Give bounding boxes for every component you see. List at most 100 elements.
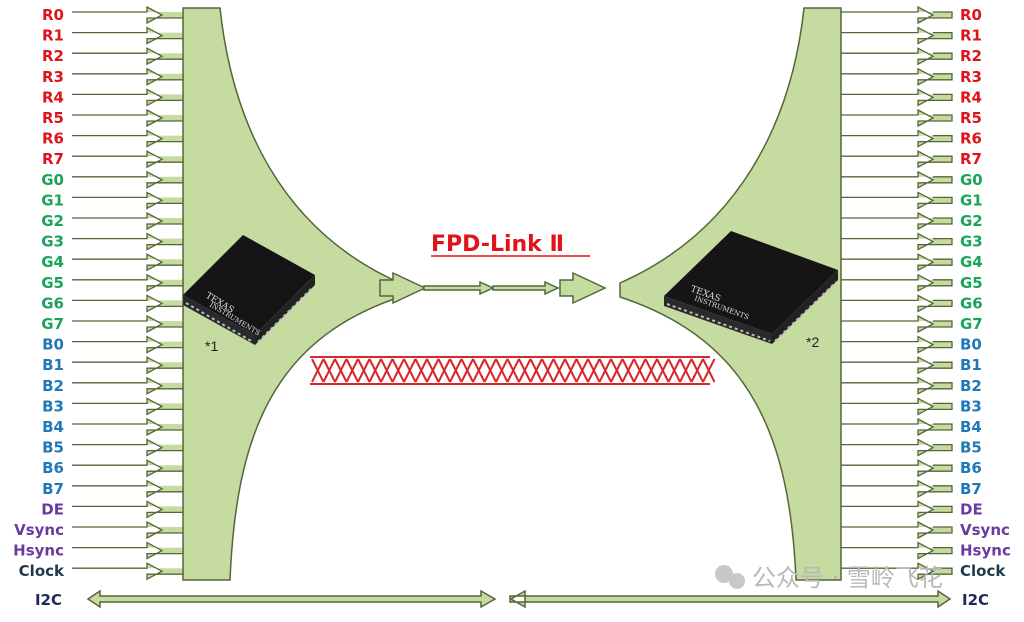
signal-arrow-right-icon	[72, 417, 184, 437]
right-signal-row: G0	[841, 170, 983, 189]
left-signal-row: G6	[41, 294, 184, 313]
signal-arrow-right-icon	[841, 26, 953, 45]
left-signal-label: B4	[42, 418, 64, 436]
right-signal-row: G3	[841, 232, 983, 251]
right-signal-row: Vsync	[841, 520, 1010, 540]
signal-arrow-right-icon	[72, 211, 184, 231]
right-signal-row: G4	[841, 253, 983, 272]
left-signal-row: G5	[41, 273, 184, 292]
signal-arrow-right-icon	[841, 479, 953, 498]
left-signal-row: R7	[42, 150, 184, 169]
signal-arrow-right-icon	[841, 191, 953, 210]
right-signal-row: B0	[841, 335, 982, 354]
left-signal-label: R4	[42, 88, 64, 106]
signal-arrow-right-icon	[72, 520, 184, 540]
right-signal-label: G3	[960, 233, 983, 251]
left-signal-row: B6	[42, 459, 184, 478]
right-signal-label: R1	[960, 27, 982, 45]
right-signal-label: G1	[960, 191, 983, 209]
signal-arrow-right-icon	[72, 5, 184, 25]
signal-arrow-right-icon	[72, 397, 184, 416]
signal-arrow-right-icon	[72, 438, 184, 457]
left-signal-label: R0	[42, 6, 64, 24]
i2c-label-left: I2C	[35, 591, 62, 609]
left-signal-row: Hsync	[13, 541, 184, 560]
left-signal-label: G6	[41, 294, 64, 312]
i2c-bus-arrow	[86, 589, 952, 609]
signal-arrow-right-icon	[841, 294, 953, 313]
left-signal-row: G2	[41, 211, 184, 231]
right-signal-label: R5	[960, 109, 982, 127]
watermark: 公众号 · 雪岭飞花	[715, 564, 943, 592]
left-signal-label: B5	[42, 439, 64, 457]
signal-arrow-right-icon	[72, 88, 184, 107]
right-signal-label: R2	[960, 47, 982, 65]
left-signal-row: R6	[42, 129, 184, 148]
left-signal-row: R3	[42, 67, 184, 86]
right-signal-label: G2	[960, 212, 983, 230]
left-signal-row: B0	[42, 335, 184, 354]
right-signal-label: B3	[960, 397, 982, 415]
signal-arrow-right-icon	[841, 397, 953, 416]
signal-arrow-right-icon	[841, 47, 953, 66]
chip1-note: *1	[205, 338, 218, 354]
signal-arrow-right-icon	[841, 5, 953, 25]
left-signal-row: DE	[41, 500, 184, 519]
right-signal-label: R0	[960, 6, 982, 24]
signal-arrow-right-icon	[72, 562, 184, 581]
left-signal-label: B2	[42, 377, 64, 395]
right-signal-label: G5	[960, 274, 983, 292]
right-signal-arrows: R0R1R2R3R4R5R6R7G0G1G2G3G4G5G6G7B0B1B2B3…	[841, 5, 1011, 581]
right-signal-row: G6	[841, 294, 983, 313]
right-signal-label: B0	[960, 336, 982, 354]
signal-arrow-right-icon	[841, 67, 953, 86]
signal-arrow-right-icon	[841, 273, 953, 292]
signal-arrow-right-icon	[72, 191, 184, 210]
left-signal-label: B3	[42, 397, 64, 415]
signal-arrow-right-icon	[841, 417, 953, 437]
right-signal-row: G7	[841, 314, 983, 334]
left-signal-row: B7	[42, 479, 184, 498]
right-signal-label: R4	[960, 88, 982, 106]
left-signal-row: R5	[42, 108, 184, 128]
left-signal-label: G1	[41, 191, 64, 209]
signal-arrow-right-icon	[841, 108, 953, 128]
right-signal-label: R7	[960, 150, 982, 168]
link-arrow-left	[379, 271, 607, 305]
signal-arrow-right-icon	[841, 541, 953, 560]
signal-arrow-right-icon	[841, 459, 953, 478]
right-signal-label: G4	[960, 253, 983, 271]
right-signal-label: R6	[960, 130, 982, 148]
signal-arrow-right-icon	[72, 232, 184, 251]
signal-arrow-right-icon	[841, 500, 953, 519]
right-signal-label: G6	[960, 294, 983, 312]
signal-arrow-right-icon	[841, 150, 953, 169]
right-signal-row: B4	[841, 417, 982, 437]
signal-arrow-right-icon	[72, 273, 184, 292]
signal-arrow-right-icon	[72, 170, 184, 189]
left-signal-row: B3	[42, 397, 184, 416]
left-signal-label: R5	[42, 109, 64, 127]
right-signal-row: B7	[841, 479, 982, 498]
right-signal-row: Hsync	[841, 541, 1011, 560]
left-signal-label: R7	[42, 150, 64, 168]
left-signal-row: B5	[42, 438, 184, 457]
right-signal-row: R7	[841, 150, 982, 169]
left-signal-label: B0	[42, 336, 64, 354]
left-signal-row: G0	[41, 170, 184, 189]
right-signal-label: DE	[960, 500, 983, 518]
right-signal-label: G7	[960, 315, 983, 333]
signal-arrow-right-icon	[72, 479, 184, 498]
signal-arrow-right-icon	[72, 356, 184, 375]
signal-arrow-right-icon	[72, 376, 184, 395]
left-signal-label: Vsync	[14, 521, 64, 539]
left-signal-row: R1	[42, 26, 184, 45]
right-signal-row: B3	[841, 397, 982, 416]
right-signal-row: Clock	[841, 562, 1006, 581]
signal-arrow-right-icon	[841, 438, 953, 457]
signal-arrow-right-icon	[72, 67, 184, 86]
left-signal-label: R3	[42, 68, 64, 86]
signal-arrow-right-icon	[841, 211, 953, 231]
deserializer-chip: TEXAS INSTRUMENTS *2	[664, 231, 838, 350]
